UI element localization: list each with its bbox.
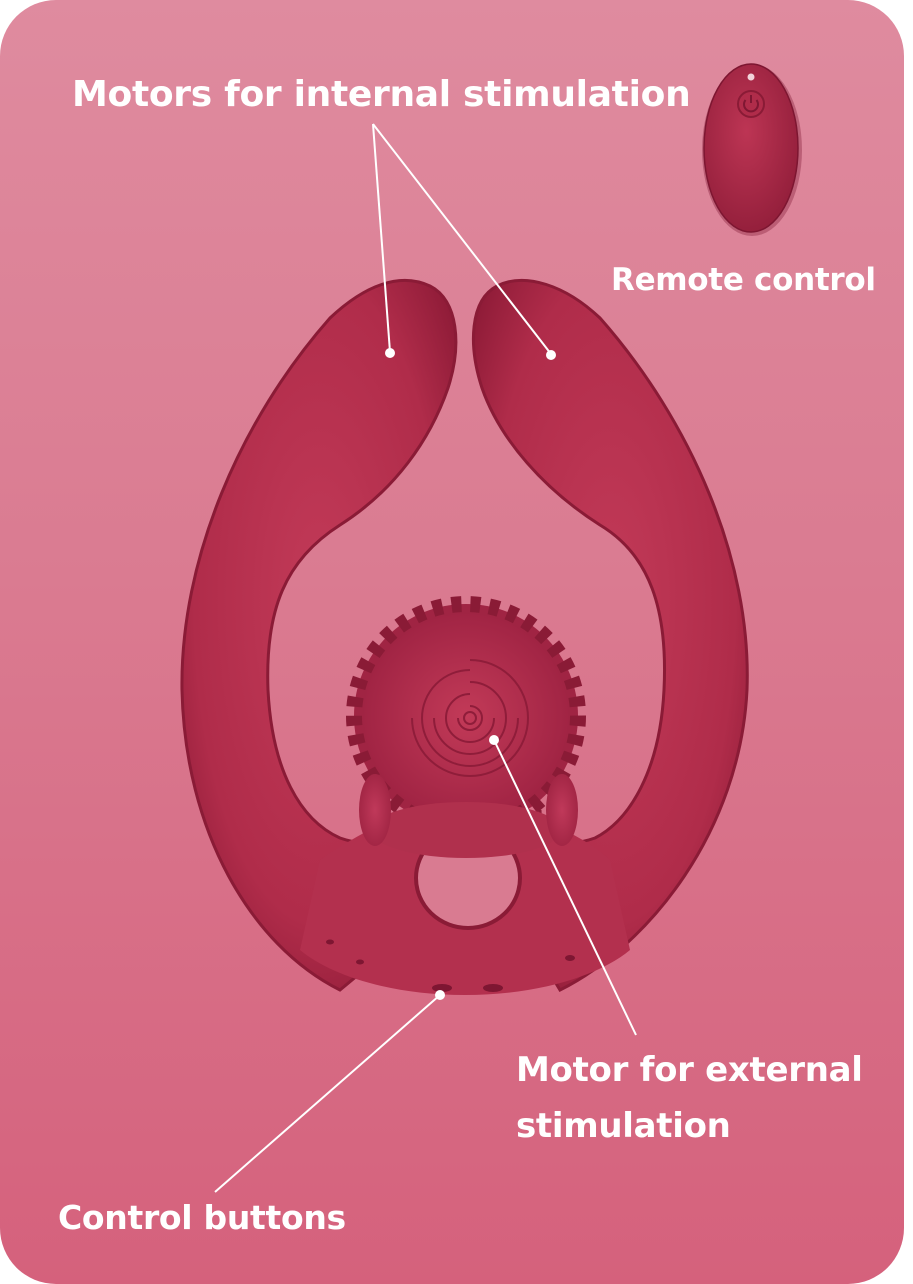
- label-external-motor-line2: stimulation: [516, 1106, 731, 1146]
- label-external-motor-line1: Motor for external: [516, 1050, 863, 1090]
- right-arm: [472, 278, 749, 992]
- callout-dots: [385, 348, 556, 1000]
- label-control-buttons: Control buttons: [58, 1198, 346, 1237]
- label-remote-control: Remote control: [611, 262, 876, 298]
- control-buttons: [326, 939, 575, 992]
- device-body: [180, 278, 749, 995]
- remote-control: [702, 63, 802, 236]
- power-icon: [737, 90, 765, 118]
- left-arm: [180, 278, 458, 992]
- external-stimulator-head: [346, 596, 586, 858]
- remote-led-icon: [747, 73, 755, 81]
- label-internal-motors: Motors for internal stimulation: [72, 74, 691, 115]
- label-external-motor: Motor for external stimulation: [516, 1042, 896, 1154]
- callout-lines: [214, 123, 637, 1193]
